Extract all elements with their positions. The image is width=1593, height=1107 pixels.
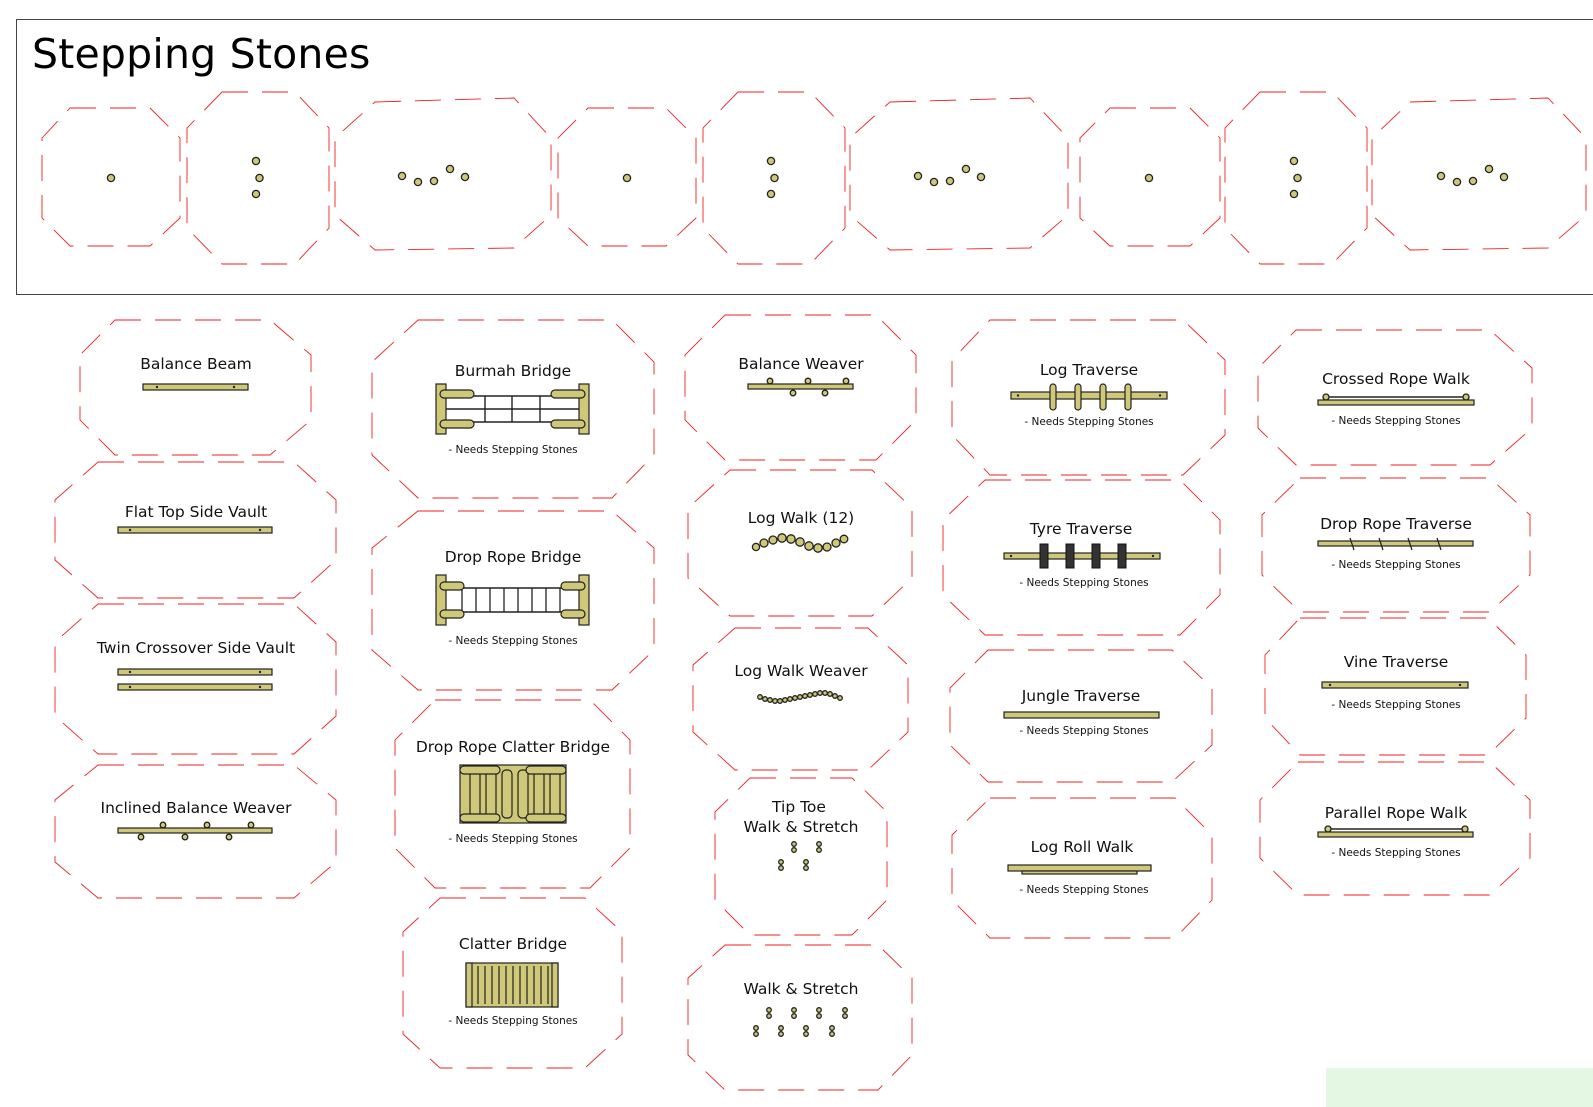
burmah-bridge-icon: [435, 383, 590, 435]
vine-traverse-note: - Needs Stepping Stones: [1331, 699, 1460, 711]
tile-log-walk-weaver[interactable]: Log Walk Weaver: [692, 627, 909, 771]
walk-and-stretch-icon: [753, 1007, 848, 1037]
tip-toe-label: Tip Toe: [771, 798, 826, 816]
twin-crossover-side-vault-icon: [117, 668, 273, 691]
tile-tyre-traverse[interactable]: Tyre Traverse - Needs Stepping Stones: [942, 479, 1221, 636]
tile-inclined-balance-weaver[interactable]: Inclined Balance Weaver: [54, 764, 337, 899]
clatter-bridge-label: Clatter Bridge: [459, 935, 567, 953]
single-stone-icon: [1144, 173, 1154, 183]
log-roll-walk-label: Log Roll Walk: [1031, 838, 1134, 856]
clatter-bridge-note: - Needs Stepping Stones: [448, 1015, 577, 1027]
parallel-rope-walk-note: - Needs Stepping Stones: [1331, 847, 1460, 859]
log-walk-weaver-label: Log Walk Weaver: [734, 662, 868, 680]
tile-parallel-rope-walk[interactable]: Parallel Rope Walk - Needs Stepping Ston…: [1259, 761, 1531, 896]
drop-rope-bridge-label: Drop Rope Bridge: [445, 548, 582, 566]
drop-rope-clatter-bridge-icon: [459, 764, 567, 824]
walk-and-stretch-label: Walk & Stretch: [744, 980, 859, 998]
log-walk-weaver-icon: [757, 690, 843, 704]
tyre-traverse-note: - Needs Stepping Stones: [1019, 577, 1148, 589]
single-stone-icon: [622, 173, 632, 183]
flat-top-side-vault-label: Flat Top Side Vault: [125, 503, 267, 521]
inclined-balance-weaver-icon: [117, 821, 273, 841]
jungle-traverse-note: - Needs Stepping Stones: [1019, 725, 1148, 737]
stone-tile-7[interactable]: [1079, 107, 1221, 247]
corner-highlight: [1326, 1068, 1593, 1107]
tyre-traverse-label: Tyre Traverse: [1029, 520, 1132, 538]
stone-tile-3[interactable]: [334, 97, 552, 251]
crossed-rope-walk-label: Crossed Rope Walk: [1322, 370, 1470, 388]
tile-tip-toe-walk-stretch[interactable]: Tip Toe Walk & Stretch: [714, 777, 888, 936]
tile-clatter-bridge[interactable]: Clatter Bridge - Needs Stepping Stones: [402, 897, 623, 1069]
three-stones-icon: [251, 156, 264, 199]
log-walk-12-label: Log Walk (12): [748, 509, 854, 527]
clatter-bridge-icon: [465, 962, 559, 1008]
stone-tile-4[interactable]: [557, 107, 697, 247]
tile-jungle-traverse[interactable]: Jungle Traverse - Needs Stepping Stones: [949, 649, 1213, 783]
burmah-bridge-label: Burmah Bridge: [455, 362, 571, 380]
tip-toe-walk-stretch-label: Walk & Stretch: [744, 818, 859, 836]
tile-balance-weaver[interactable]: Balance Weaver: [684, 314, 917, 461]
tile-burmah-bridge[interactable]: Burmah Bridge - Needs Stepping Stones: [371, 319, 655, 499]
balance-weaver-label: Balance Weaver: [738, 355, 864, 373]
vine-traverse-label: Vine Traverse: [1344, 653, 1449, 671]
log-traverse-icon: [1010, 383, 1168, 411]
balance-weaver-icon: [747, 377, 854, 397]
tile-log-traverse[interactable]: Log Traverse - Needs Stepping Stones: [951, 319, 1226, 476]
stone-tile-5[interactable]: [702, 91, 846, 265]
five-stones-icon: [1436, 164, 1509, 187]
tip-toe-icon: [778, 841, 822, 871]
drop-rope-bridge-note: - Needs Stepping Stones: [448, 635, 577, 647]
stone-tile-1[interactable]: [41, 107, 181, 247]
parallel-rope-walk-icon: [1317, 825, 1474, 838]
tile-balance-beam[interactable]: Balance Beam: [79, 319, 312, 456]
page-title: Stepping Stones: [32, 30, 371, 78]
balance-beam-icon: [142, 383, 249, 391]
tile-twin-crossover-side-vault[interactable]: Twin Crossover Side Vault: [54, 603, 337, 755]
three-stones-icon: [1289, 156, 1302, 199]
tile-log-roll-walk[interactable]: Log Roll Walk - Needs Stepping Stones: [951, 797, 1213, 939]
burmah-bridge-note: - Needs Stepping Stones: [448, 444, 577, 456]
tile-drop-rope-traverse[interactable]: Drop Rope Traverse - Needs Stepping Ston…: [1261, 477, 1531, 613]
stone-tile-6[interactable]: [849, 97, 1069, 251]
tile-log-walk-12[interactable]: Log Walk (12): [687, 469, 913, 617]
stone-tile-8[interactable]: [1224, 91, 1368, 265]
tyre-traverse-icon: [1003, 543, 1161, 569]
tile-drop-rope-bridge[interactable]: Drop Rope Bridge - Needs Stepping Stones: [371, 510, 655, 691]
five-stones-icon: [913, 164, 986, 187]
stone-tile-2[interactable]: [186, 91, 330, 265]
stepping-stones-panel: Stepping Stones: [16, 19, 1593, 295]
twin-crossover-side-vault-label: Twin Crossover Side Vault: [96, 639, 295, 657]
jungle-traverse-label: Jungle Traverse: [1021, 687, 1141, 705]
log-traverse-note: - Needs Stepping Stones: [1024, 416, 1153, 428]
three-stones-icon: [766, 156, 779, 199]
drop-rope-traverse-icon: [1317, 537, 1474, 551]
tile-walk-and-stretch[interactable]: Walk & Stretch: [687, 944, 913, 1091]
single-stone-icon: [106, 173, 116, 183]
parallel-rope-walk-label: Parallel Rope Walk: [1325, 804, 1467, 822]
log-roll-walk-icon: [1007, 864, 1152, 875]
five-stones-icon: [397, 164, 470, 187]
crossed-rope-walk-note: - Needs Stepping Stones: [1331, 415, 1460, 427]
log-roll-walk-note: - Needs Stepping Stones: [1019, 884, 1148, 896]
tile-flat-top-side-vault[interactable]: Flat Top Side Vault: [54, 461, 337, 599]
inclined-balance-weaver-label: Inclined Balance Weaver: [101, 799, 293, 817]
stone-tile-9[interactable]: [1371, 97, 1587, 251]
jungle-traverse-icon: [1003, 711, 1160, 719]
tile-drop-rope-clatter-bridge[interactable]: Drop Rope Clatter Bridge - Needs Steppin…: [394, 699, 631, 889]
tile-vine-traverse[interactable]: Vine Traverse - Needs Stepping Stones: [1264, 617, 1527, 756]
log-walk-icon: [751, 533, 849, 553]
drop-rope-clatter-bridge-label: Drop Rope Clatter Bridge: [416, 738, 610, 756]
tile-crossed-rope-walk[interactable]: Crossed Rope Walk - Needs Stepping Stone…: [1257, 329, 1533, 466]
vine-traverse-icon: [1321, 681, 1469, 689]
drop-rope-bridge-icon: [435, 574, 590, 626]
drop-rope-traverse-label: Drop Rope Traverse: [1320, 515, 1472, 533]
log-traverse-label: Log Traverse: [1040, 361, 1138, 379]
crossed-rope-walk-icon: [1317, 393, 1475, 406]
drop-rope-traverse-note: - Needs Stepping Stones: [1331, 559, 1460, 571]
flat-top-side-vault-icon: [117, 526, 273, 534]
drop-rope-clatter-bridge-note: - Needs Stepping Stones: [448, 833, 577, 845]
balance-beam-label: Balance Beam: [140, 355, 252, 373]
